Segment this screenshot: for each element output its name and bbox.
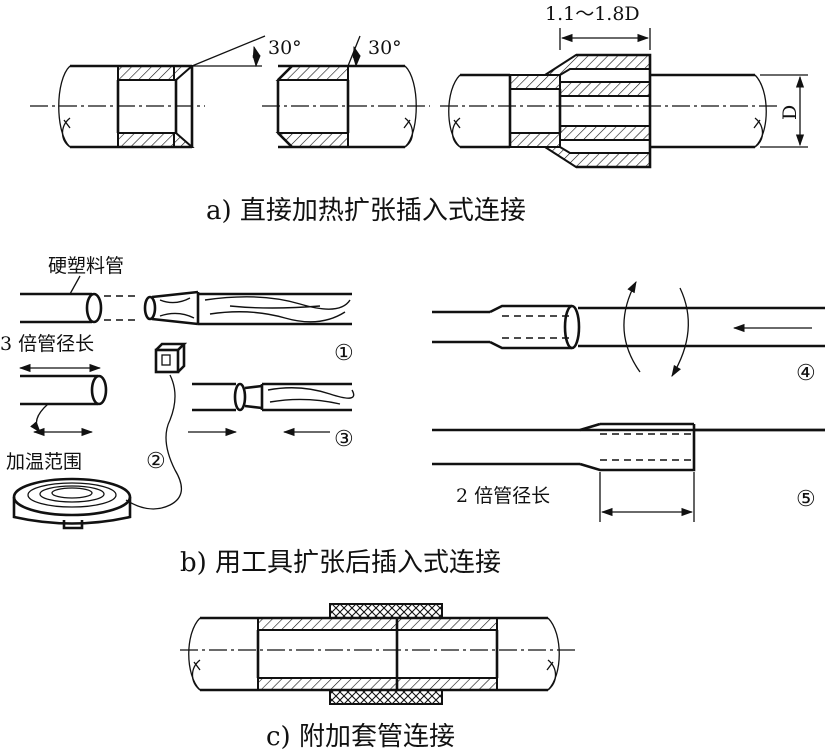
angle-label-2: 30° [368, 37, 402, 59]
sleeve-bottom [329, 689, 443, 705]
panel-a: 30° 30° [30, 3, 808, 226]
caption-b: b) 用工具扩张后插入式连接 [180, 548, 501, 578]
heating-range-label: 加温范围 [6, 451, 82, 473]
pipe-material-label: 硬塑料管 [48, 255, 124, 277]
step-4-marker: ④ [796, 361, 816, 386]
heater-plate [12, 374, 182, 530]
caption-c: c) 附加套管连接 [266, 722, 455, 752]
socket-length-label: 1.1～1.8D [545, 3, 640, 25]
step1-pipe-and-tool: ① [20, 290, 354, 366]
caption-a: a) 直接加热扩张插入式连接 [206, 196, 526, 226]
pipe-a2: 30° [262, 35, 430, 149]
step-2-marker: ② [146, 449, 166, 474]
step-5-marker: ⑤ [796, 487, 816, 512]
step-3-marker: ③ [334, 427, 354, 452]
step5-finished-socket: 2 倍管径长 ⑤ [432, 422, 825, 522]
angle-label-1: 30° [268, 37, 302, 59]
diameter-label: D [779, 105, 801, 120]
step3-insertion: ③ [188, 382, 355, 452]
expander-tool [154, 342, 188, 374]
step4-rotate-insert: ④ [432, 280, 825, 386]
panel-c: c) 附加套管连接 [180, 603, 575, 752]
panel-b: 硬塑料管 ① 3 倍管径长 加温范围 [0, 255, 825, 578]
length-3d-label: 3 倍管径长 [0, 333, 94, 355]
heated-pipe [20, 374, 108, 437]
pipe-a3-joined: 1.1～1.8D D [440, 3, 808, 169]
step-1-marker: ① [334, 341, 354, 366]
sleeve-top [329, 603, 443, 619]
length-2d-label: 2 倍管径长 [456, 485, 550, 507]
pipe-a1: 30° [30, 35, 302, 149]
